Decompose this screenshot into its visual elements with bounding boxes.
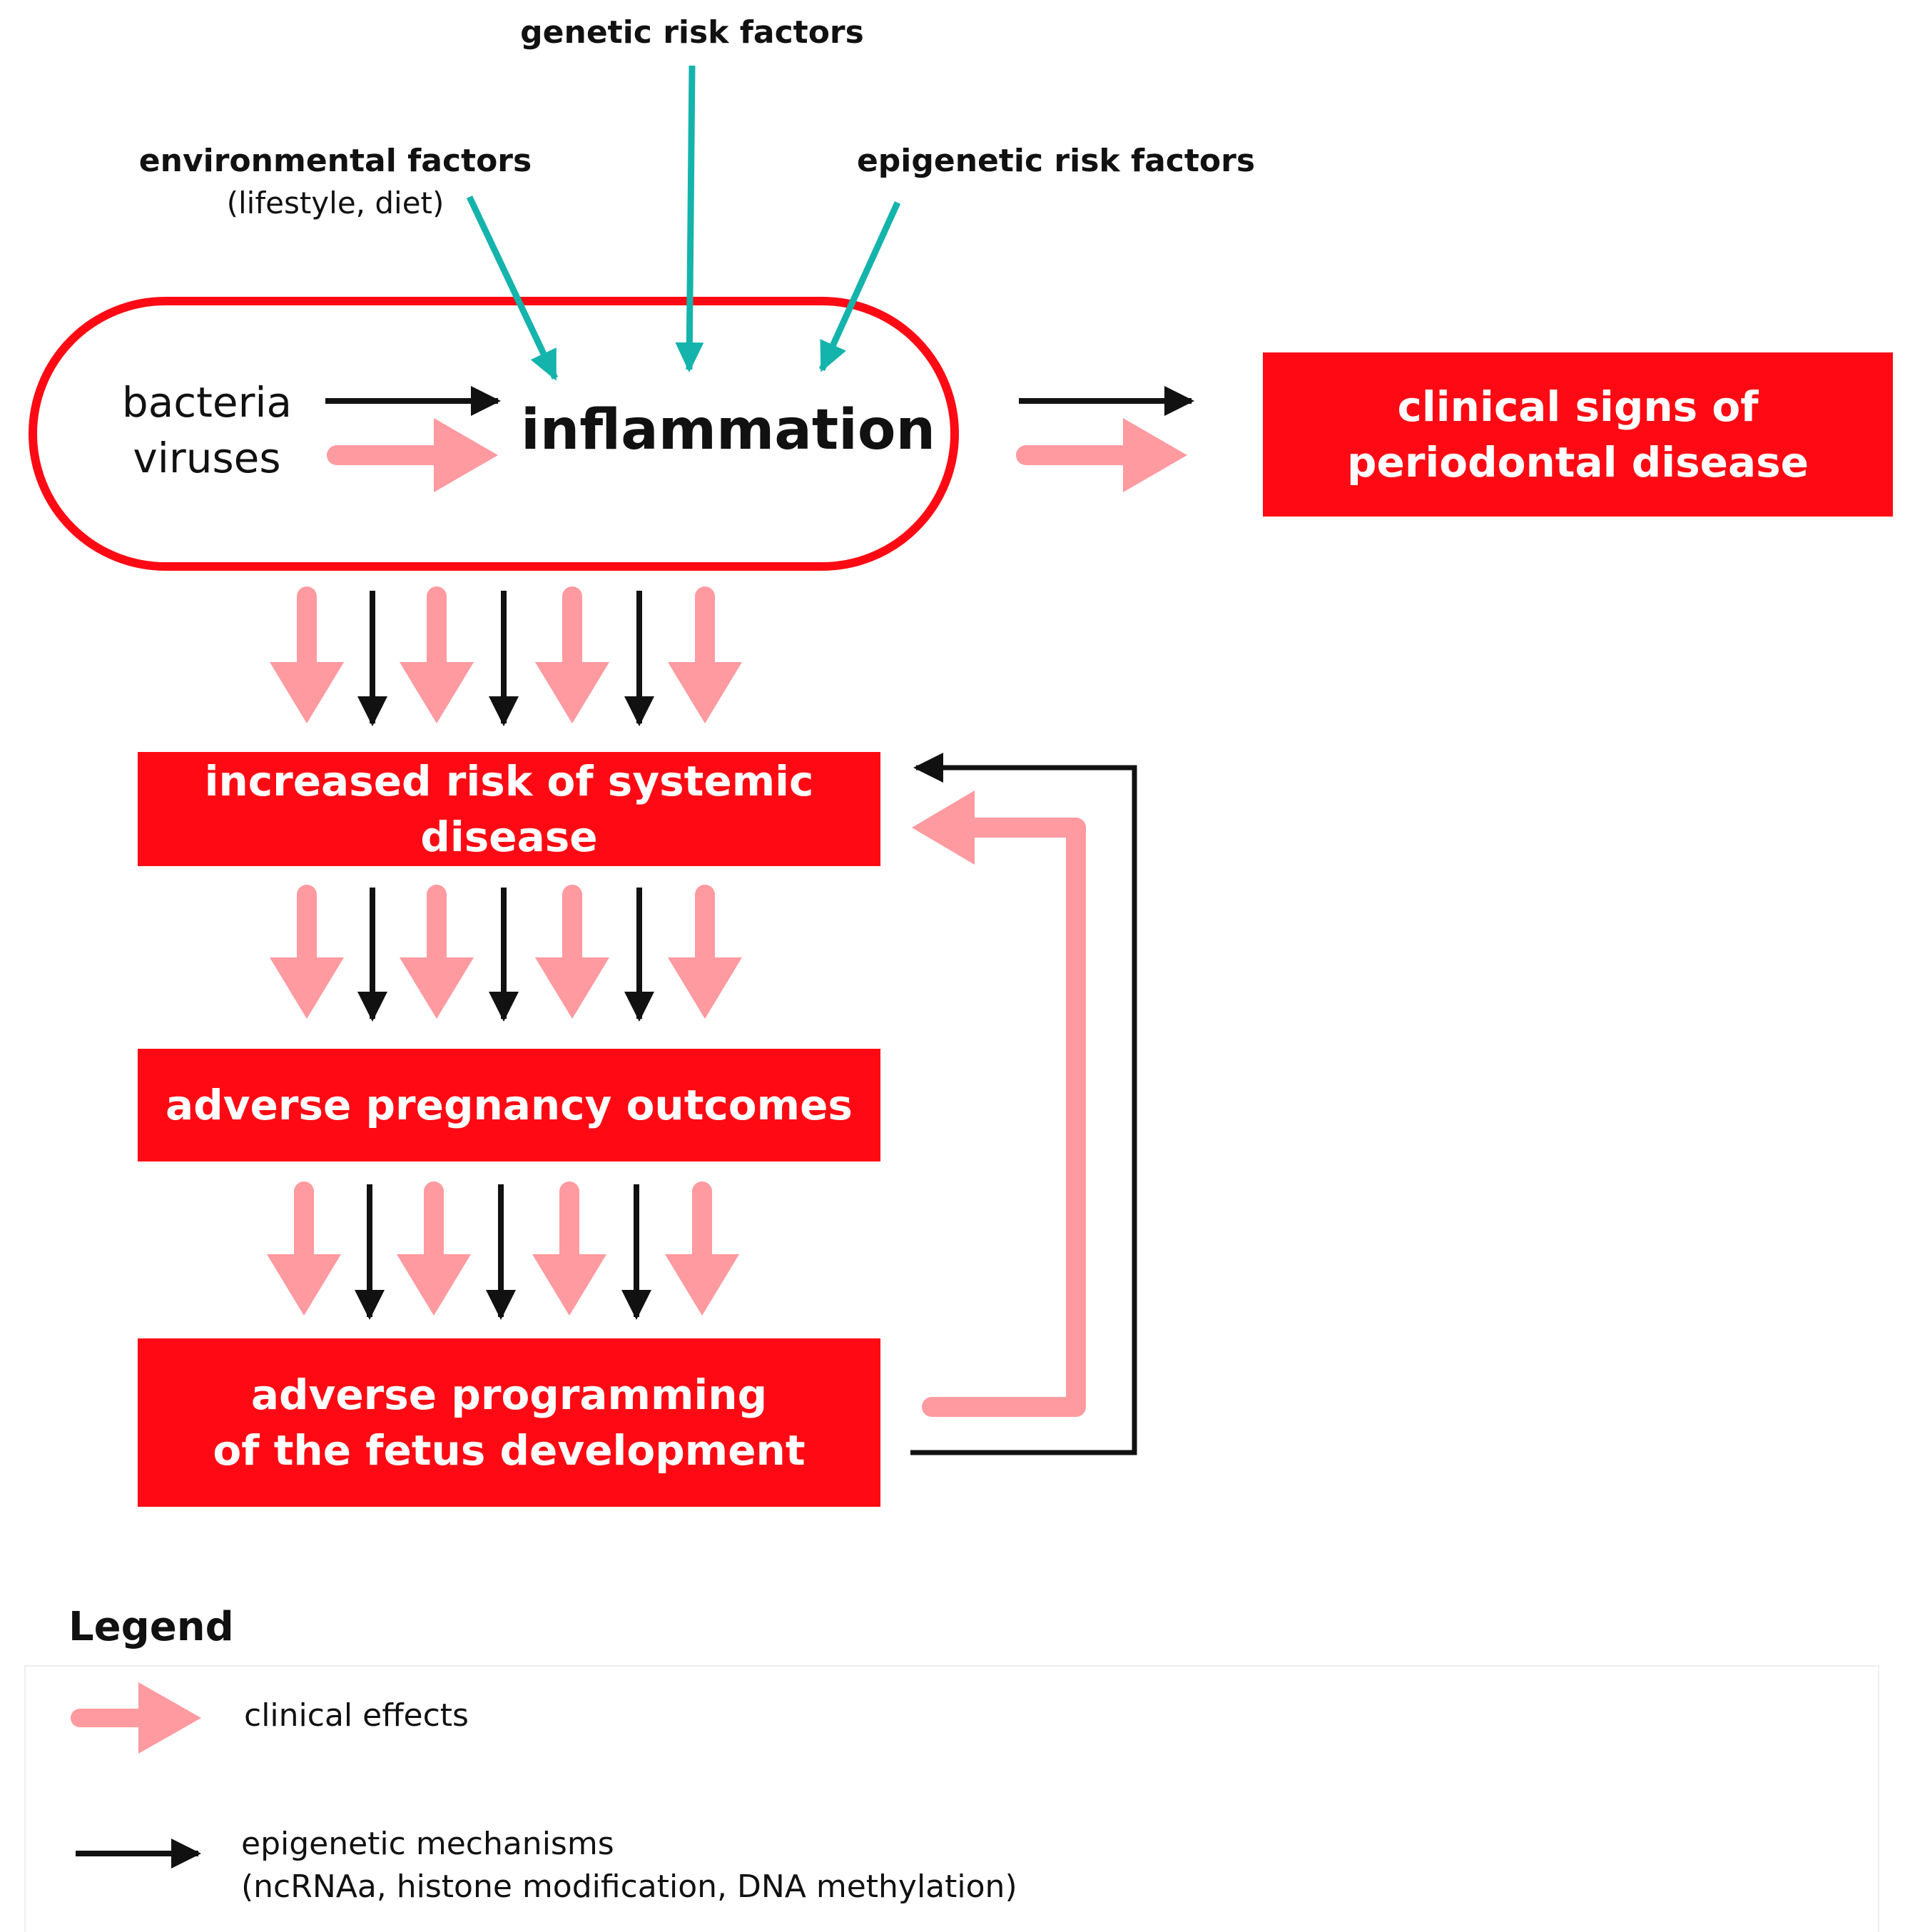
pink-down-arrow (270, 586, 344, 723)
feedback-pink-arrow (912, 790, 1086, 1417)
systemic-disease-text: increased risk of systemic disease (204, 756, 814, 861)
pink-down-arrow (397, 1181, 471, 1316)
arrow-row-2 (270, 885, 742, 1022)
pregnancy-outcomes-box: adverse pregnancy outcomes (138, 1049, 880, 1161)
pink-down-arrow (668, 885, 742, 1019)
epigenetic-factor-arrow (818, 201, 901, 372)
feedback-black-arrow (910, 753, 1137, 1455)
legend-title: Legend (68, 1604, 234, 1650)
pink-down-arrow (400, 885, 474, 1019)
legend-epigenetic-mechanisms-label: epigenetic mechanisms (241, 1826, 614, 1862)
legend-clinical-effects-label: clinical effects (244, 1697, 469, 1734)
clinical-signs-pink-arrow (1016, 418, 1187, 492)
environmental-factor-arrow (466, 195, 559, 381)
viruses-label: viruses (133, 434, 281, 482)
legend-pink-arrow-icon (71, 1682, 201, 1754)
pink-down-arrow (535, 885, 609, 1019)
pink-down-arrow (665, 1181, 739, 1316)
legend-frame (24, 1665, 1879, 1932)
systemic-disease-box: increased risk of systemic disease (138, 752, 880, 866)
pregnancy-outcomes-text: adverse pregnancy outcomes (166, 1080, 853, 1129)
genetic-factor-arrow (675, 65, 704, 372)
fetus-programming-box: adverse programming of the fetus develop… (138, 1338, 880, 1507)
bacteria-label: bacteria (121, 378, 293, 427)
pink-down-arrow (535, 586, 609, 723)
pink-down-arrow (400, 586, 474, 723)
pink-down-arrow (532, 1181, 606, 1316)
environmental-factors-label: environmental factors (138, 143, 532, 179)
arrow-row-1 (270, 586, 742, 726)
pink-down-arrow (267, 1181, 341, 1316)
pink-down-arrow (668, 586, 742, 723)
genetic-risk-factors-label: genetic risk factors (520, 14, 864, 51)
clinical-signs-box: clinical signs of periodontal disease (1263, 352, 1893, 517)
cause-pink-arrow (327, 418, 498, 492)
legend-epigenetic-mechanisms-sub-label: (ncRNAa, histone modification, DNA methy… (241, 1869, 1017, 1905)
pink-down-arrow (270, 885, 344, 1019)
epigenetic-risk-factors-label: epigenetic risk factors (856, 143, 1256, 179)
inflammation-label: inflammation (521, 398, 936, 462)
fetus-programming-text: adverse programming of the fetus develop… (213, 1370, 806, 1475)
arrow-row-3 (267, 1181, 739, 1320)
clinical-signs-text: clinical signs of periodontal disease (1346, 382, 1809, 487)
environmental-factors-sub-label: (lifestyle, diet) (226, 185, 445, 220)
inflammation-pill (29, 297, 959, 571)
